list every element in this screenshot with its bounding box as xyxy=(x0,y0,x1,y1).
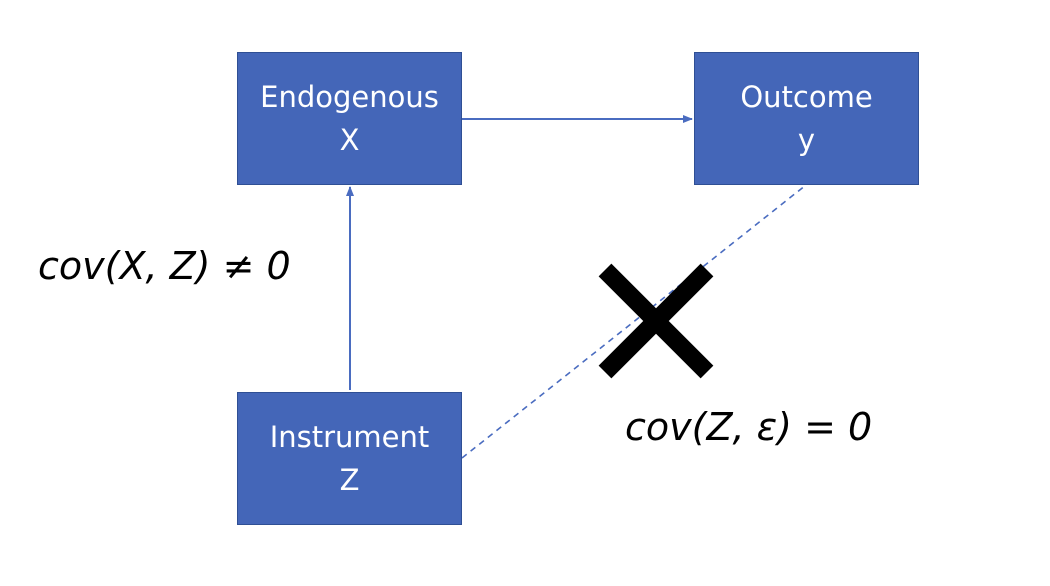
edge-z-to-y-dashed xyxy=(461,184,807,459)
outcome-y-node: Outcome y xyxy=(694,52,919,185)
instrument-node-symbol: Z xyxy=(339,462,360,497)
exogeneity-condition-label: cov(Z, ε) = 0 xyxy=(625,405,873,449)
outcome-node-title: Outcome xyxy=(740,79,873,114)
instrument-z-node: Instrument Z xyxy=(237,392,462,525)
outcome-node-symbol: y xyxy=(797,122,816,157)
instrument-node-title: Instrument xyxy=(269,419,430,454)
endogenous-x-node: Endogenous X xyxy=(237,52,462,185)
endogenous-node-title: Endogenous xyxy=(260,79,439,114)
endogenous-node-symbol: X xyxy=(339,122,360,157)
relevance-condition-label: cov(X, Z) ≠ 0 xyxy=(38,244,291,288)
cross-mark-icon xyxy=(598,263,714,379)
